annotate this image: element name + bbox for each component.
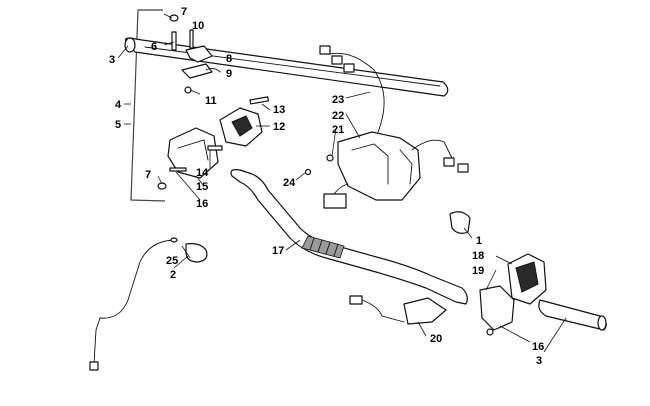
callout-7-top: 7 xyxy=(181,6,187,18)
callout-13: 13 xyxy=(273,104,285,116)
callout-21: 21 xyxy=(332,124,344,136)
callout-22: 22 xyxy=(332,110,344,122)
callout-19: 19 xyxy=(472,265,484,277)
callout-11: 11 xyxy=(205,95,217,107)
callout-12: 12 xyxy=(273,121,285,133)
callout-18: 18 xyxy=(472,250,484,262)
callout-14: 14 xyxy=(196,167,209,179)
callout-20: 20 xyxy=(430,333,442,345)
group-bracket-left xyxy=(130,9,166,202)
callout-15: 15 xyxy=(196,181,208,193)
callout-3-left: 3 xyxy=(109,54,115,66)
callout-16-right: 16 xyxy=(532,341,544,353)
callout-16-left: 16 xyxy=(196,198,208,210)
callout-24: 24 xyxy=(283,177,296,189)
leader-lines xyxy=(117,13,567,353)
callout-6: 6 xyxy=(151,41,157,53)
callout-9: 9 xyxy=(226,68,232,80)
callout-2: 2 xyxy=(170,269,176,281)
callout-8: 8 xyxy=(226,53,232,65)
kill-switch-assembly xyxy=(219,96,270,147)
callout-3-right: 3 xyxy=(536,355,542,367)
wire-harness-20 xyxy=(349,295,447,325)
callout-7-left: 7 xyxy=(145,169,151,181)
callout-25: 25 xyxy=(166,255,178,267)
callout-23: 23 xyxy=(332,94,344,106)
throttle-cable xyxy=(89,237,208,371)
handlebar xyxy=(230,169,468,305)
callout-4: 4 xyxy=(115,99,122,111)
callout-labels: 7 10 6 8 9 3 11 4 5 13 12 7 14 15 16 23 … xyxy=(109,6,544,367)
heated-grip-controller xyxy=(304,45,469,209)
callout-5: 5 xyxy=(115,119,121,131)
callout-10: 10 xyxy=(192,20,204,32)
throttle-housing-left xyxy=(157,127,223,190)
throttle-housing-right xyxy=(449,211,547,336)
callout-17: 17 xyxy=(272,245,284,257)
callout-1: 1 xyxy=(476,235,482,247)
right-grip xyxy=(538,299,607,331)
cable-clamp-hardware xyxy=(169,14,221,94)
